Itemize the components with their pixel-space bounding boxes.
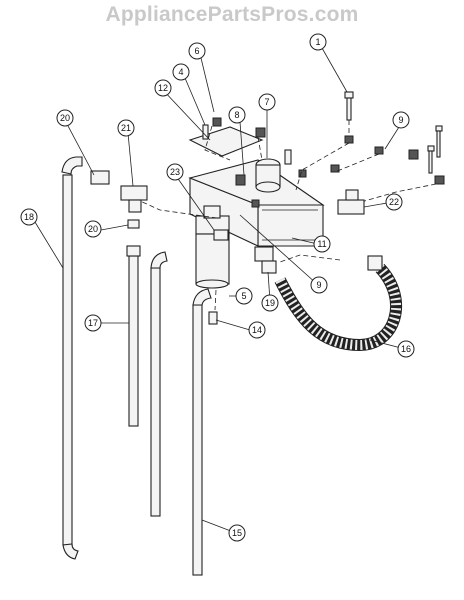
svg-text:7: 7 (264, 97, 269, 107)
svg-text:23: 23 (170, 167, 180, 177)
callout-9-upper: 9 (392, 111, 410, 129)
callout-22: 22 (385, 193, 403, 211)
svg-text:21: 21 (121, 123, 131, 133)
cover-plate (188, 117, 264, 157)
callout-15: 15 (228, 524, 246, 542)
callout-11: 11 (313, 235, 331, 253)
fitting-23 (213, 229, 229, 241)
callout-20-lower: 20 (84, 220, 102, 238)
svg-text:4: 4 (178, 67, 183, 77)
svg-text:8: 8 (234, 110, 239, 120)
pipe-18 (61, 156, 110, 560)
callout-12: 12 (154, 79, 172, 97)
svg-text:16: 16 (401, 344, 411, 354)
leader-lines (34, 47, 406, 534)
svg-text:20: 20 (88, 224, 98, 234)
svg-text:18: 18 (24, 212, 34, 222)
pipe-middle (150, 251, 168, 517)
callout-7: 7 (258, 93, 276, 111)
callout-9-lower: 9 (310, 276, 328, 294)
callout-4: 4 (172, 63, 190, 81)
svg-text:22: 22 (389, 197, 399, 207)
svg-text:5: 5 (241, 291, 246, 301)
svg-text:9: 9 (316, 280, 321, 290)
svg-text:9: 9 (398, 115, 403, 125)
callout-19: 19 (261, 294, 279, 312)
callout-23: 23 (166, 163, 184, 181)
svg-text:1: 1 (315, 37, 320, 47)
site-watermark: AppliancePartsPros.com (105, 3, 359, 26)
svg-text:19: 19 (265, 298, 275, 308)
pipe-17 (126, 219, 141, 427)
callout-18: 18 (20, 208, 38, 226)
svg-text:6: 6 (194, 46, 199, 56)
svg-text:15: 15 (232, 528, 242, 538)
callout-20-upper: 20 (56, 109, 74, 127)
callout-6: 6 (188, 42, 206, 60)
callout-16: 16 (397, 340, 415, 358)
callout-17: 17 (84, 314, 102, 332)
pipe-15 (192, 288, 218, 576)
callout-5: 5 (235, 287, 253, 305)
svg-text:20: 20 (60, 113, 70, 123)
callout-21: 21 (117, 119, 135, 137)
flex-hose (274, 255, 402, 352)
svg-text:11: 11 (317, 239, 326, 249)
svg-text:14: 14 (252, 325, 262, 335)
elbow-fitting-19 (254, 246, 277, 274)
svg-text:12: 12 (158, 83, 168, 93)
filter-housing (195, 205, 230, 289)
reservoir-tank (188, 158, 325, 247)
tee-fitting-21 (120, 185, 148, 213)
callout-8: 8 (228, 106, 246, 124)
tee-fitting-22 (337, 189, 365, 215)
callout-14: 14 (248, 321, 266, 339)
callout-1: 1 (309, 33, 327, 51)
bolt-set (255, 91, 445, 185)
assembly-guides (137, 120, 437, 311)
svg-text:17: 17 (88, 318, 98, 328)
